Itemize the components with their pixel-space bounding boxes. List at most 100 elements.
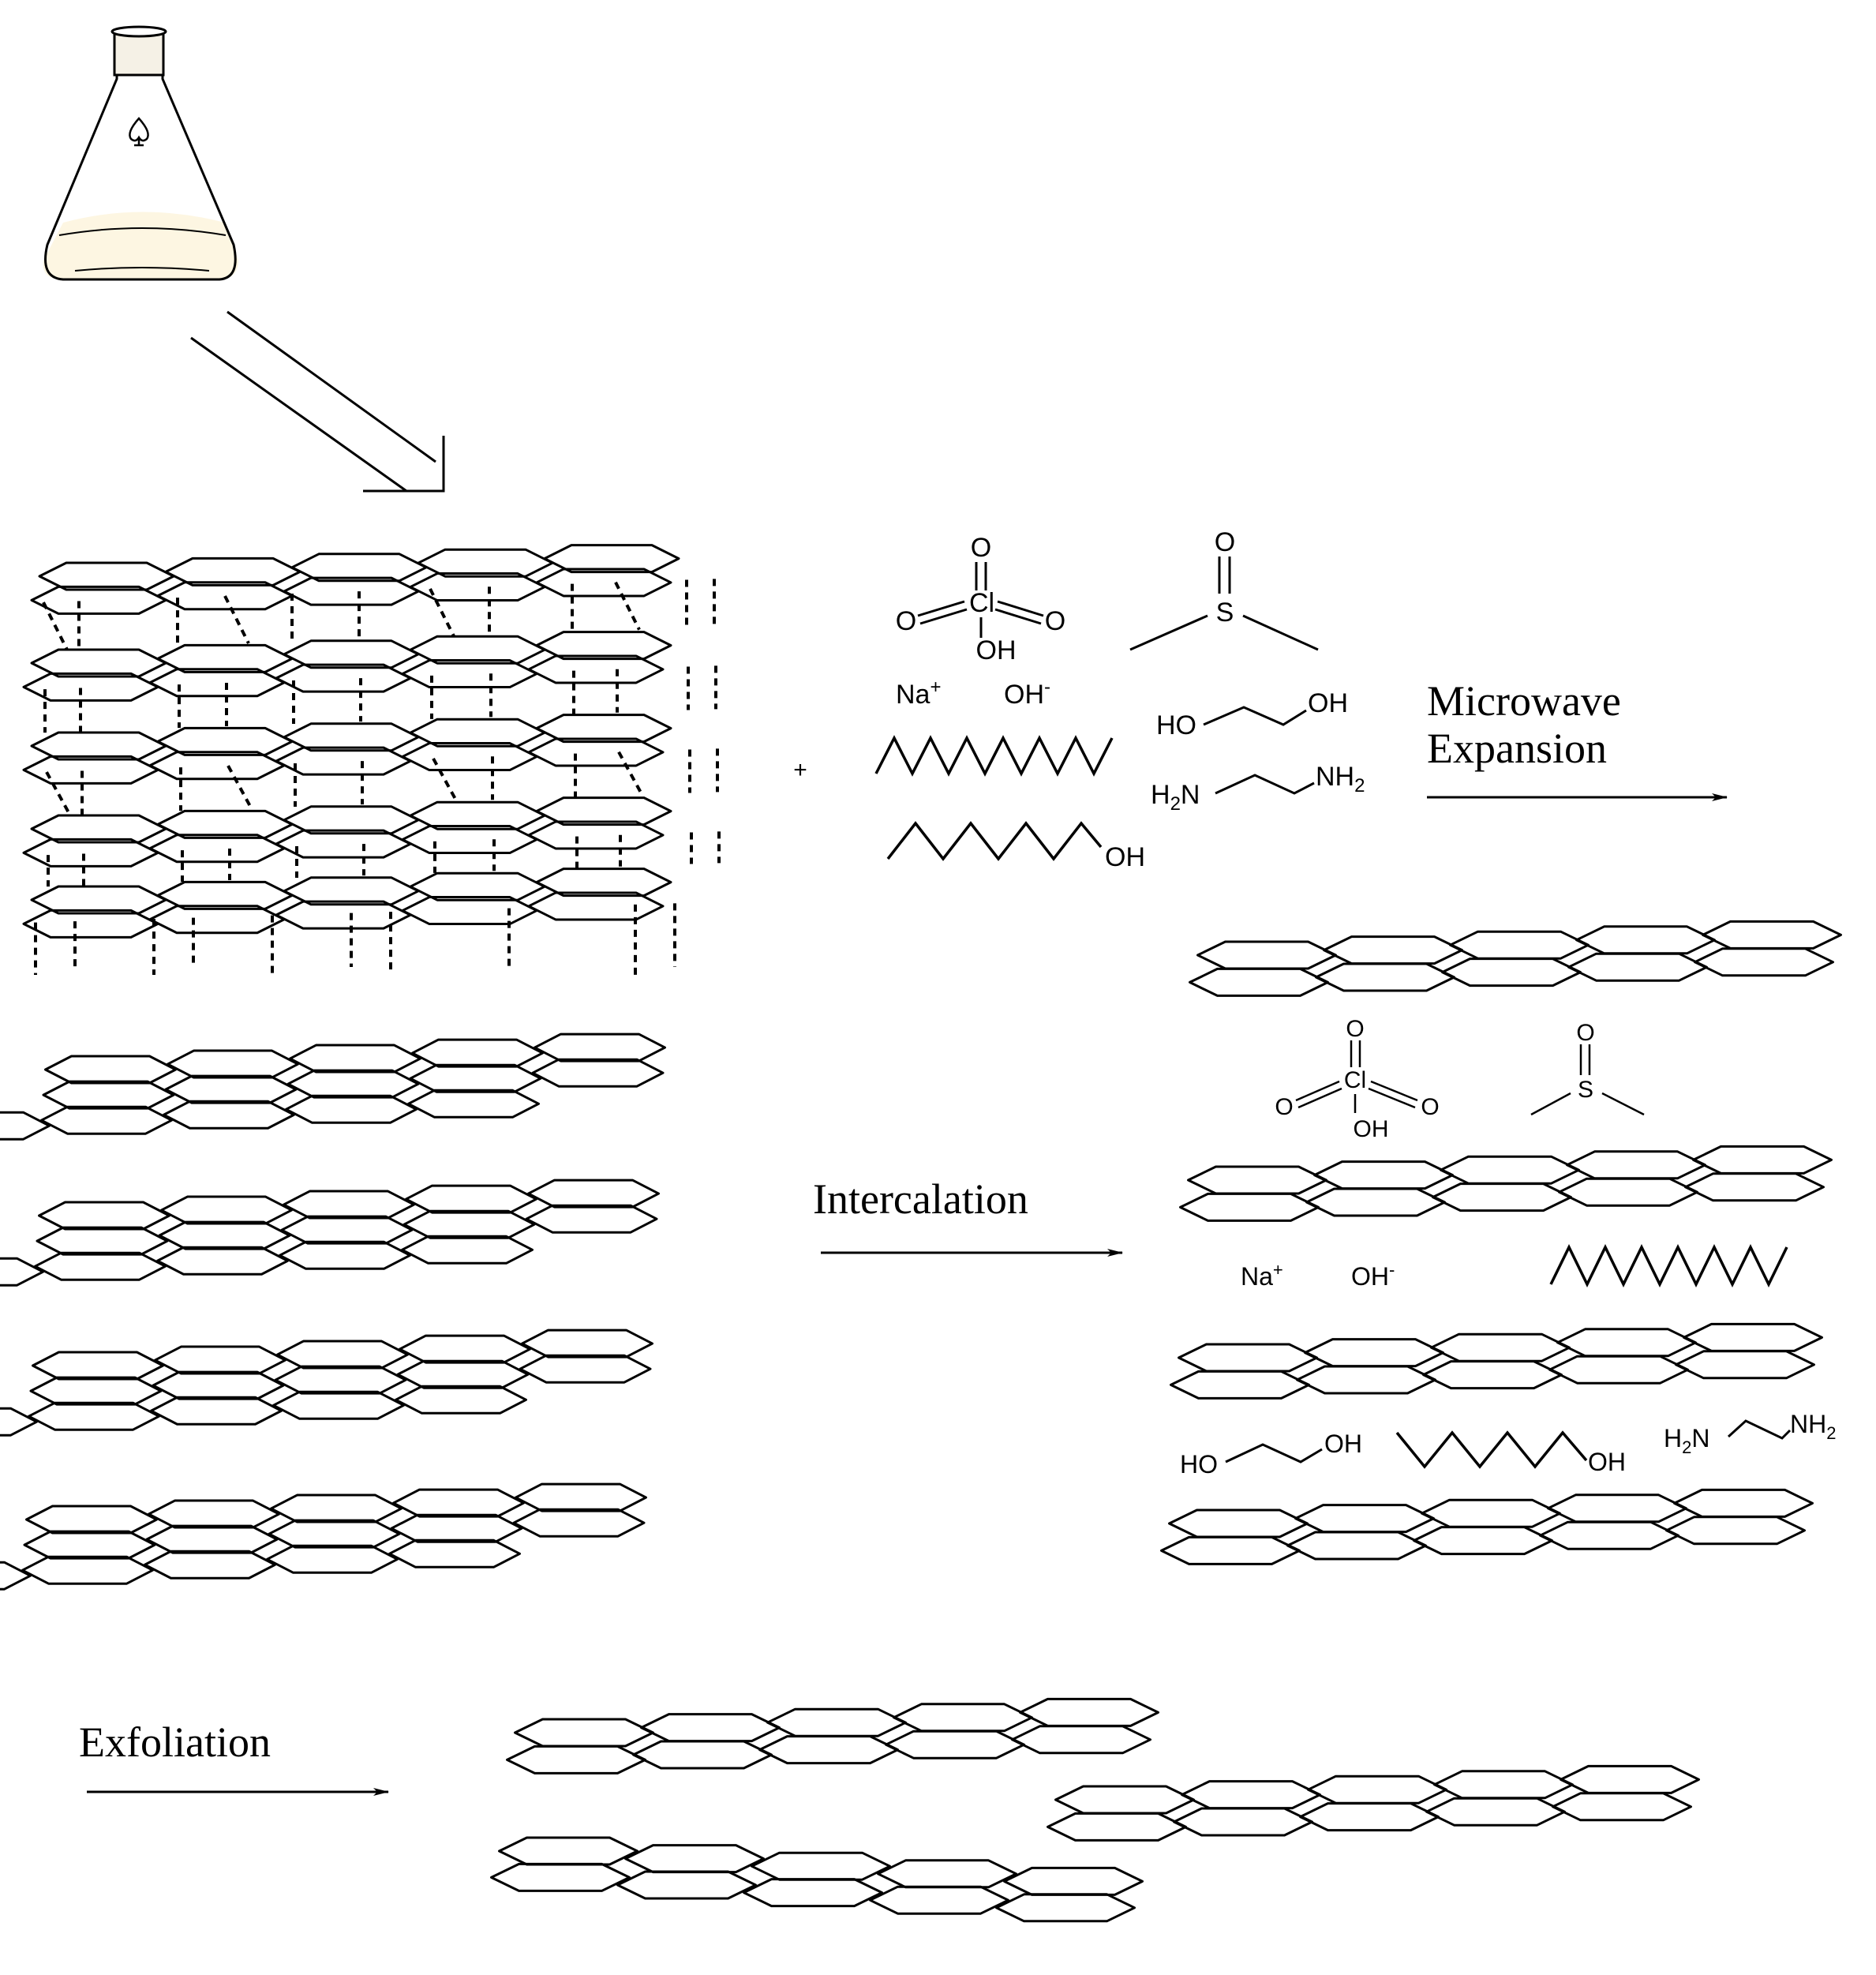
ethylene-glycol-intercalated: HO OH	[1180, 1430, 1362, 1478]
hexagon-ring	[405, 1184, 537, 1214]
hexagon-ring	[276, 1340, 409, 1370]
hexagon-ring	[535, 868, 672, 898]
hexagon-ring	[1011, 1725, 1151, 1755]
erlenmeyer-flask-icon	[43, 25, 239, 281]
hexagon-ring	[1566, 1150, 1706, 1180]
dmso-intercalated: O S	[1530, 1020, 1645, 1116]
hexagon-ring	[624, 1844, 765, 1874]
ethylenediamine: H2N NH2	[1151, 762, 1365, 815]
octanol-chain	[886, 821, 1103, 861]
svg-text:OH: OH	[1354, 1116, 1389, 1142]
graphene-sheet	[0, 1179, 660, 1287]
hexagon-ring	[527, 654, 665, 684]
hexagon-ring	[279, 1240, 411, 1270]
hexagon-ring	[1019, 1697, 1159, 1727]
hexagon-ring	[152, 1370, 285, 1400]
svg-text:OH: OH	[1105, 842, 1145, 872]
hexagon-ring	[392, 1488, 525, 1518]
intercalation-step: Intercalation	[813, 1175, 1123, 1257]
hexagon-ring	[535, 568, 672, 598]
hexagon-ring	[531, 1058, 665, 1088]
graphene-sheet	[22, 868, 672, 939]
hexagon-ring	[1539, 1520, 1679, 1550]
hexagon-ring	[527, 737, 665, 767]
hexagon-ring	[1449, 930, 1590, 960]
hexagon-ring	[1673, 1488, 1814, 1518]
hexagon-ring	[28, 1401, 160, 1431]
hexagon-ring	[535, 631, 672, 661]
svg-text:Na+: Na+	[896, 676, 941, 710]
hexagon-ring	[1286, 1531, 1427, 1561]
hexagon-ring	[283, 1190, 415, 1220]
expansion-label: Expansion	[1427, 725, 1607, 772]
svg-text:S: S	[1578, 1077, 1593, 1103]
hexagon-ring	[1556, 1328, 1697, 1358]
svg-text:S: S	[1216, 598, 1234, 628]
svg-text:O: O	[1421, 1094, 1439, 1120]
hexagon-ring	[535, 796, 672, 826]
svg-text:H2N: H2N	[1664, 1424, 1709, 1457]
hexagon-ring	[167, 1049, 299, 1079]
graphene-sheet	[1179, 1145, 1833, 1222]
svg-text:O: O	[971, 533, 991, 563]
interlayer-bonds	[34, 579, 721, 975]
graphene-sheet	[1047, 1764, 1700, 1842]
hexagon-ring	[154, 1345, 286, 1375]
graphene-sheets-intercalated	[1160, 920, 1842, 1565]
hexagon-ring	[1425, 1797, 1566, 1827]
hexagon-ring	[1558, 1177, 1698, 1207]
hexagon-ring	[268, 1519, 401, 1549]
svg-text:O: O	[1275, 1094, 1293, 1120]
hexagon-ring	[0, 1111, 51, 1141]
octanol-chain-intercalated	[1395, 1430, 1588, 1469]
spade-mark-icon	[129, 117, 149, 147]
hexagon-ring	[1160, 1535, 1301, 1565]
hexagon-ring	[1430, 1332, 1571, 1362]
svg-text:O: O	[1215, 527, 1235, 557]
hexagon-ring	[32, 1351, 164, 1381]
graphene-sheet	[30, 544, 680, 615]
hexagon-ring	[144, 1550, 276, 1580]
hexagon-ring	[411, 1038, 544, 1068]
hexagon-ring	[403, 1209, 536, 1239]
hexagon-ring	[1547, 1493, 1687, 1523]
intercalated-reagents: O Cl O O OH O S Na+ OH-	[1180, 1016, 1836, 1478]
hexagon-ring	[23, 1530, 156, 1560]
hexagon-ring	[519, 1354, 652, 1384]
flask-stopper	[113, 30, 165, 77]
hexagon-ring	[514, 1718, 654, 1748]
hexagon-ring	[272, 1390, 405, 1420]
hexagon-ring	[758, 1735, 899, 1765]
hexagon-ring	[1702, 920, 1842, 950]
svg-text:NH2: NH2	[1790, 1410, 1836, 1443]
hexagon-ring	[506, 1745, 646, 1775]
hexagon-ring	[1307, 1775, 1447, 1804]
flask-bottom-curve	[74, 267, 210, 272]
hexagon-ring	[1315, 962, 1455, 992]
hexagon-ring	[158, 1220, 291, 1250]
hexagon-ring	[1567, 952, 1708, 982]
svg-text:O: O	[896, 606, 916, 636]
hexagon-ring	[34, 1251, 167, 1281]
hexagon-ring	[527, 820, 665, 850]
hexagon-ring	[390, 1513, 523, 1543]
sodium-hydroxide-intercalated: Na+ OH-	[1241, 1260, 1395, 1291]
octane-chain-intercalated	[1549, 1244, 1788, 1287]
hexagon-ring	[640, 1713, 781, 1743]
hexagon-ring	[766, 1707, 907, 1737]
hexagon-ring	[44, 1055, 177, 1085]
hexagon-ring	[42, 1080, 175, 1110]
hexagon-ring	[25, 1505, 158, 1535]
hexagon-ring	[401, 1235, 534, 1265]
hexagon-ring	[40, 1105, 173, 1135]
hexagon-ring	[396, 1359, 530, 1389]
flask-liquid	[43, 212, 239, 279]
hexagon-ring	[0, 1407, 38, 1437]
hexagon-ring	[274, 1365, 407, 1395]
hexagon-ring	[1692, 1145, 1833, 1175]
hexagon-ring	[1323, 935, 1463, 965]
svg-text:OH: OH	[1324, 1430, 1362, 1458]
svg-text:OH: OH	[1588, 1448, 1626, 1476]
hexagon-ring	[38, 1201, 170, 1231]
